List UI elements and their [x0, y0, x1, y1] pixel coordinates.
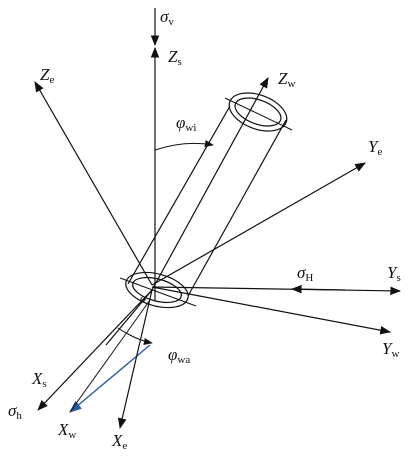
label-x-w: Xw	[57, 420, 76, 441]
label-y-s: Ys	[387, 263, 401, 284]
y-s-axis	[151, 286, 402, 296]
phi-wi-arc	[154, 140, 214, 151]
phi-wa-arc	[117, 327, 153, 346]
y-w-axis	[151, 286, 392, 335]
cylinder-bottom-inner	[132, 276, 182, 304]
label-z-e: Ze	[40, 65, 54, 86]
label-z-w: Zw	[278, 69, 295, 90]
label-x-e: Xe	[111, 431, 127, 452]
label-sigma-h-max: σH	[297, 263, 313, 284]
cylinder-top-outer	[228, 92, 288, 132]
cylinder-bottom-outer	[125, 271, 189, 309]
label-sigma-v: σv	[160, 7, 174, 28]
label-x-s: Xs	[31, 369, 47, 390]
label-phi-wi: φwi	[176, 113, 196, 134]
label-y-e: Ye	[368, 137, 382, 158]
label-z-s: Zs	[168, 47, 182, 68]
z-e-axis	[34, 81, 153, 286]
cylinder-bottom-tick	[119, 277, 197, 307]
cylinder-top-inner	[234, 97, 282, 127]
cylinder-right-edge	[187, 119, 287, 297]
label-sigma-h-min: σh	[8, 401, 22, 422]
x-w-guide	[69, 299, 151, 413]
label-origin: o	[140, 291, 146, 305]
x-e-axis	[117, 289, 153, 430]
sigma-h-max-arrow	[290, 284, 346, 294]
cylinder-left-edge	[127, 105, 231, 285]
x-s-axis	[37, 289, 153, 411]
label-y-w: Yw	[382, 339, 399, 360]
z-w-axis	[151, 77, 269, 291]
cylinder-top-tick	[224, 97, 293, 131]
x-w-axis	[69, 344, 151, 413]
y-e-axis	[151, 162, 366, 286]
x-w-axis-outer	[105, 289, 153, 346]
label-phi-wa: φwa	[168, 345, 190, 366]
